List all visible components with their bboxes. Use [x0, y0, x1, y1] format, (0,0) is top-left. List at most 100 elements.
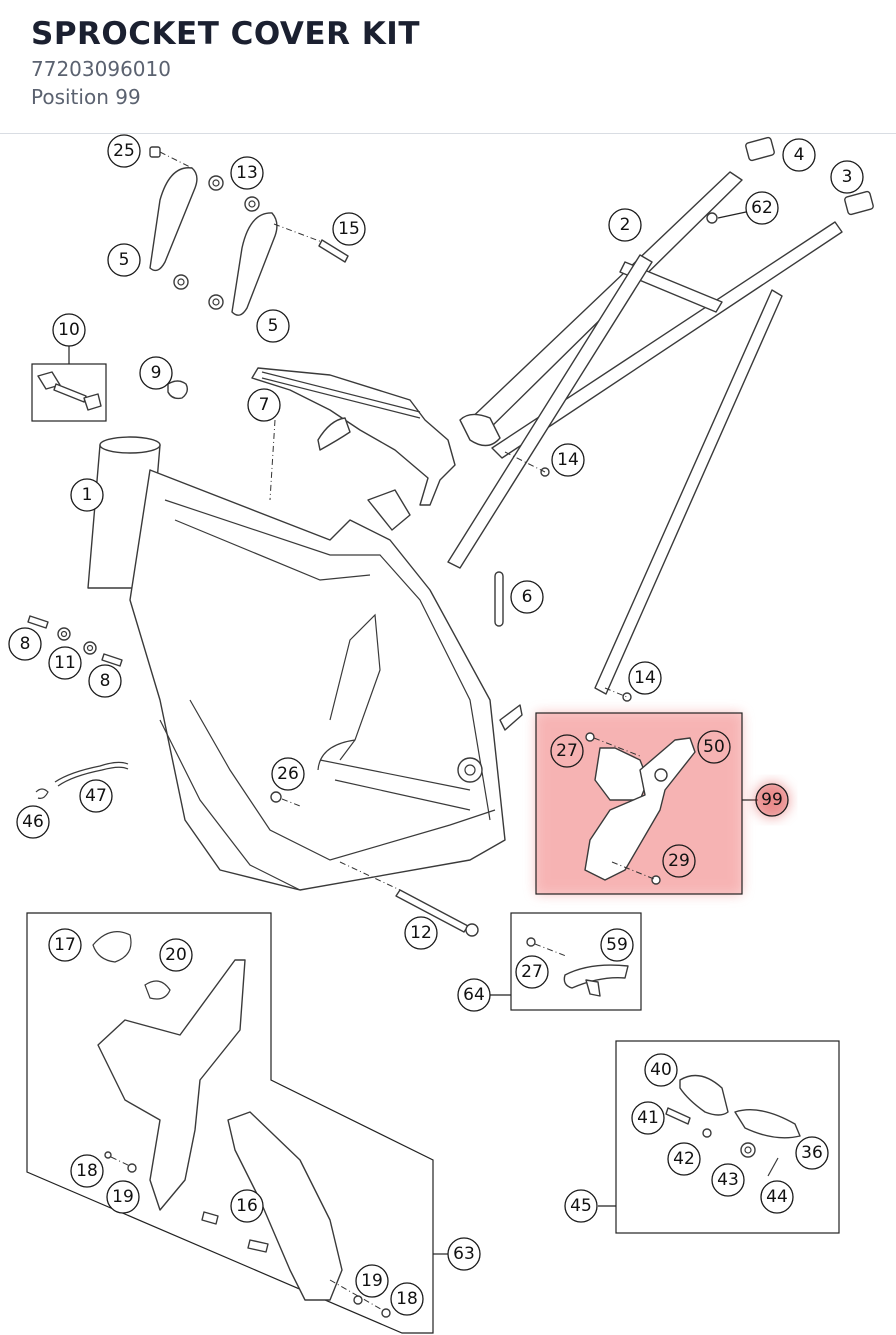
svg-text:46: 46 [22, 812, 44, 832]
callout-59[interactable]: 59 [600, 928, 634, 962]
part-63-frame-guard [26, 912, 448, 1334]
svg-text:14: 14 [557, 450, 579, 470]
callout-18[interactable]: 18 [390, 1282, 424, 1316]
callout-27[interactable]: 27 [515, 955, 549, 989]
svg-text:64: 64 [463, 985, 485, 1005]
svg-text:25: 25 [113, 141, 135, 161]
callout-2[interactable]: 2 [608, 208, 642, 242]
svg-text:15: 15 [338, 219, 360, 239]
svg-text:2: 2 [620, 215, 631, 235]
svg-text:8: 8 [100, 671, 111, 691]
part-64-detail [489, 912, 642, 1011]
callout-50[interactable]: 50 [697, 730, 731, 764]
callout-19[interactable]: 19 [355, 1264, 389, 1298]
main-frame [87, 436, 523, 891]
callout-11[interactable]: 11 [48, 646, 82, 680]
svg-text:43: 43 [717, 1170, 739, 1190]
svg-text:99: 99 [761, 790, 783, 810]
svg-text:42: 42 [673, 1149, 695, 1169]
callout-4[interactable]: 4 [782, 138, 816, 172]
callout-14[interactable]: 14 [628, 661, 662, 695]
callout-36[interactable]: 36 [795, 1136, 829, 1170]
callout-29[interactable]: 29 [662, 844, 696, 878]
svg-text:26: 26 [277, 764, 299, 784]
callout-45[interactable]: 45 [564, 1189, 598, 1223]
svg-text:18: 18 [76, 1161, 98, 1181]
callout-15[interactable]: 15 [332, 212, 366, 246]
svg-text:63: 63 [453, 1244, 475, 1264]
svg-text:19: 19 [112, 1187, 134, 1207]
svg-text:11: 11 [54, 653, 76, 673]
callout-25[interactable]: 25 [107, 134, 141, 168]
svg-text:20: 20 [165, 945, 187, 965]
svg-text:29: 29 [668, 851, 690, 871]
callout-18[interactable]: 18 [70, 1154, 104, 1188]
part-number: 77203096010 [31, 57, 171, 81]
callout-40[interactable]: 40 [644, 1053, 678, 1087]
callout-63[interactable]: 63 [447, 1237, 481, 1271]
callout-20[interactable]: 20 [159, 938, 193, 972]
svg-text:45: 45 [570, 1196, 592, 1216]
callout-13[interactable]: 13 [230, 156, 264, 190]
callout-5[interactable]: 5 [256, 309, 290, 343]
callout-44[interactable]: 44 [760, 1180, 794, 1214]
svg-text:27: 27 [521, 962, 543, 982]
svg-text:8: 8 [20, 634, 31, 654]
svg-text:12: 12 [410, 923, 432, 943]
callout-7[interactable]: 7 [247, 388, 281, 422]
callout-26[interactable]: 26 [271, 757, 305, 791]
callout-64[interactable]: 64 [457, 978, 491, 1012]
hardware-parts [27, 615, 479, 937]
callout-1[interactable]: 1 [70, 478, 104, 512]
rear-subframe [447, 136, 874, 702]
callout-14[interactable]: 14 [551, 443, 585, 477]
svg-text:41: 41 [637, 1108, 659, 1128]
callout-99[interactable]: 99 [755, 783, 789, 817]
page-header: SPROCKET COVER KIT 77203096010 Position … [0, 0, 896, 134]
callout-41[interactable]: 41 [631, 1101, 665, 1135]
part-7-plate [251, 367, 456, 506]
svg-text:4: 4 [794, 145, 805, 165]
leader-lines [68, 211, 747, 1207]
callout-10[interactable]: 10 [52, 313, 86, 347]
exploded-parts-diagram: 25 13 15 5 5 4 3 62 2 10 9 7 14 1 6 8 11… [8, 134, 874, 1334]
svg-text:40: 40 [650, 1060, 672, 1080]
svg-text:47: 47 [85, 786, 107, 806]
svg-text:16: 16 [236, 1196, 258, 1216]
svg-text:5: 5 [268, 316, 279, 336]
callout-6[interactable]: 6 [510, 580, 544, 614]
svg-text:18: 18 [396, 1289, 418, 1309]
svg-text:14: 14 [634, 668, 656, 688]
callout-3[interactable]: 3 [830, 160, 864, 194]
svg-text:10: 10 [58, 320, 80, 340]
callout-62[interactable]: 62 [745, 191, 779, 225]
svg-text:19: 19 [361, 1271, 383, 1291]
page-title: SPROCKET COVER KIT [31, 16, 420, 52]
svg-text:44: 44 [766, 1187, 788, 1207]
callout-labels: 25 13 15 5 5 4 3 62 2 10 9 7 14 1 6 8 11… [8, 134, 864, 1316]
callout-5[interactable]: 5 [107, 243, 141, 277]
svg-text:36: 36 [801, 1143, 823, 1163]
callout-19[interactable]: 19 [106, 1180, 140, 1214]
callout-16[interactable]: 16 [230, 1189, 264, 1223]
svg-text:59: 59 [606, 935, 628, 955]
callout-12[interactable]: 12 [404, 916, 438, 950]
callout-42[interactable]: 42 [667, 1142, 701, 1176]
svg-text:62: 62 [751, 198, 773, 218]
callout-27[interactable]: 27 [550, 734, 584, 768]
svg-text:27: 27 [556, 741, 578, 761]
callout-8[interactable]: 8 [8, 627, 42, 661]
svg-text:9: 9 [151, 363, 162, 383]
callout-46[interactable]: 46 [16, 805, 50, 839]
callout-9[interactable]: 9 [139, 356, 173, 390]
svg-text:13: 13 [236, 163, 258, 183]
callout-8[interactable]: 8 [88, 664, 122, 698]
position-label: Position 99 [31, 85, 141, 109]
callout-47[interactable]: 47 [79, 779, 113, 813]
part-45-footpeg [615, 1040, 840, 1234]
sprocket-cover-kit-highlight[interactable] [535, 712, 790, 895]
callout-17[interactable]: 17 [48, 928, 82, 962]
svg-text:7: 7 [259, 395, 270, 415]
callout-43[interactable]: 43 [711, 1163, 745, 1197]
svg-text:1: 1 [82, 485, 93, 505]
